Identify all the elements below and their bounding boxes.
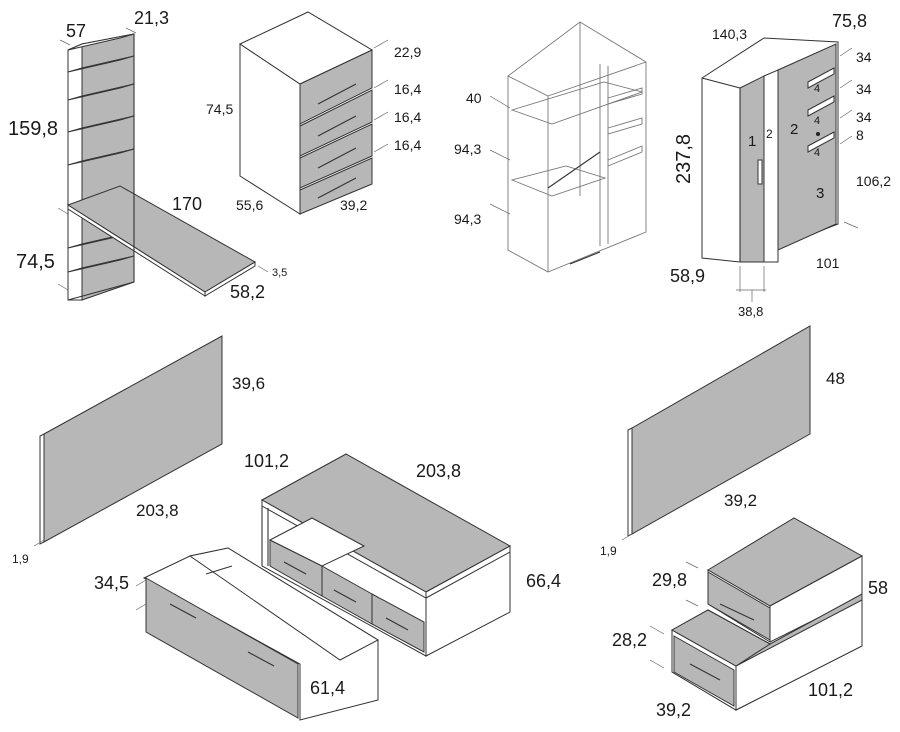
open-wardrobe-drawing (489, 21, 647, 273)
dim-94-3-b: 94,3 (454, 211, 481, 227)
dim-steps-39-2: 39,2 (656, 700, 691, 720)
dim-75-8: 75,8 (832, 11, 867, 31)
dim-headboard-203-8: 203,8 (136, 501, 179, 520)
dim-29-8: 29,8 (652, 570, 687, 590)
dim-22-9: 22,9 (394, 44, 421, 60)
dim-106-2: 106,2 (856, 173, 891, 189)
dim-1-9-large: 1,9 (12, 552, 29, 566)
compartment-4-a: 4 (814, 83, 820, 95)
compartment-4-c: 4 (814, 147, 820, 159)
dim-38-8: 38,8 (738, 304, 763, 319)
dim-48: 48 (826, 369, 845, 388)
dim-237-8: 237,8 (673, 134, 695, 184)
dim-small-39-2: 39,2 (724, 491, 757, 510)
dim-steps-101-2: 101,2 (808, 680, 853, 700)
bed-unit-drawing (260, 453, 512, 657)
closed-wardrobe-drawing (701, 37, 859, 302)
dim-3-5: 3,5 (272, 267, 287, 279)
dim-16-4-a: 16,4 (394, 81, 421, 97)
compartment-2-b: 2 (790, 121, 798, 138)
dim-39-6: 39,6 (232, 374, 265, 393)
compartment-3: 3 (816, 185, 824, 202)
dim-1-9-small: 1,9 (600, 544, 617, 558)
dim-bed-101-2: 101,2 (244, 451, 289, 471)
dim-8: 8 (856, 127, 864, 143)
dim-170: 170 (172, 194, 202, 214)
dim-34-b: 34 (856, 81, 872, 97)
trundle-drawing (135, 547, 380, 721)
dim-58: 58 (868, 578, 888, 598)
compartment-1: 1 (748, 133, 756, 150)
steps-drawing (649, 517, 864, 711)
dim-21-3: 21,3 (134, 8, 169, 28)
dim-chest-74-5: 74,5 (206, 101, 233, 117)
small-headboard-drawing (621, 325, 811, 541)
dim-16-4-c: 16,4 (394, 137, 421, 153)
dim-57: 57 (66, 21, 86, 41)
bookcase-desk-drawing (57, 27, 269, 301)
compartment-2-a: 2 (766, 127, 773, 141)
compartment-4-b: 4 (814, 115, 820, 127)
dim-34-a: 34 (856, 49, 872, 65)
dim-94-3-a: 94,3 (454, 141, 481, 157)
dim-58-2: 58,2 (230, 282, 265, 302)
dim-bed-203-8: 203,8 (416, 461, 461, 481)
dim-28-2: 28,2 (612, 630, 647, 650)
dim-101: 101 (816, 255, 840, 271)
dim-16-4-b: 16,4 (394, 109, 421, 125)
dim-58-9: 58,9 (670, 266, 705, 286)
dim-61-4: 61,4 (310, 678, 345, 698)
dim-40: 40 (466, 90, 482, 106)
large-headboard-drawing (33, 335, 223, 547)
dim-66-4: 66,4 (526, 571, 561, 591)
dim-74-5: 74,5 (16, 251, 55, 273)
dim-34-c: 34 (856, 109, 872, 125)
dim-chest-39-2: 39,2 (340, 197, 367, 213)
dim-159-8: 159,8 (8, 118, 58, 140)
dim-55-6: 55,6 (236, 197, 263, 213)
dim-34-5: 34,5 (94, 573, 129, 593)
chest-of-drawers-drawing (238, 11, 389, 215)
dim-140-3: 140,3 (712, 26, 747, 42)
